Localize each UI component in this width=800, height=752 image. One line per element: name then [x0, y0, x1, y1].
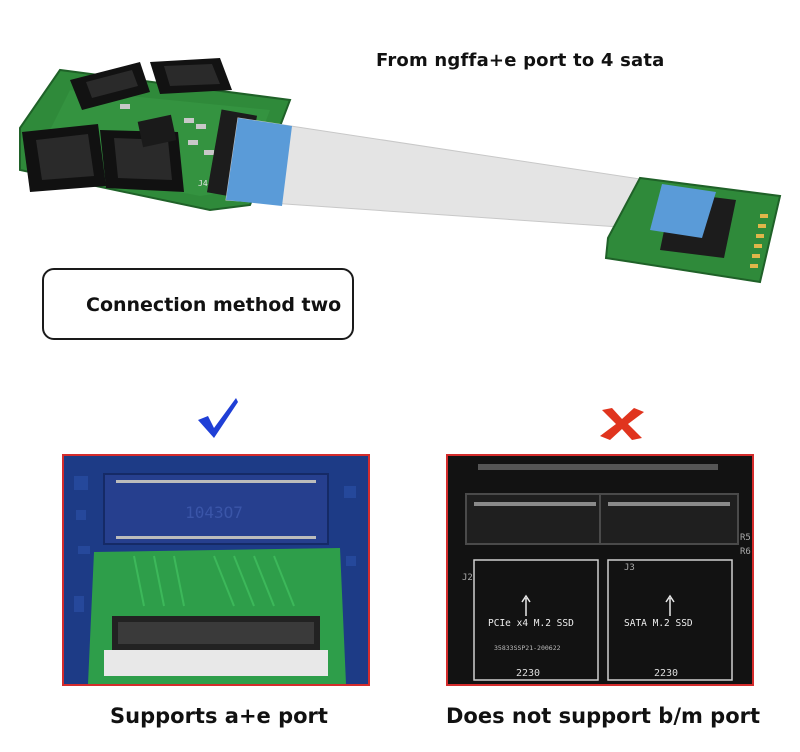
sata-port-2: [150, 58, 232, 94]
label-r6: R6: [740, 547, 751, 557]
cross-icon: [600, 408, 644, 440]
label-slot-left: PCIe x4 M.2 SSD: [488, 618, 574, 629]
cable-stiffener-left: [226, 118, 292, 206]
label-size-right: 2230: [654, 668, 678, 679]
label-size-left: 2230: [516, 668, 540, 679]
supported-caption: Supports a+e port: [110, 704, 328, 728]
gold-fingers: [750, 214, 768, 268]
svg-text:1043O7: 1043O7: [185, 503, 243, 522]
outline-right: [607, 559, 733, 681]
page-title: From ngffa+e port to 4 sata: [376, 50, 665, 71]
sata-port-3: [22, 124, 106, 192]
supported-port-photo: 1043O7: [62, 454, 370, 686]
ae-slot: [103, 473, 329, 545]
cable-stiffener-right: [650, 184, 716, 238]
sata-port-4: [100, 130, 184, 192]
unsupported-caption: Does not support b/m port: [446, 704, 761, 728]
svg-text:J4: J4: [198, 179, 208, 188]
label-j3: J3: [624, 563, 635, 573]
sata-port-1: [70, 62, 150, 110]
label-j2: J2: [462, 573, 473, 583]
label-slot-right: SATA M.2 SSD: [624, 618, 693, 629]
connection-method-box: Connection method two: [42, 268, 354, 340]
outline-left: [473, 559, 599, 681]
connection-method-label: Connection method two: [86, 294, 342, 316]
product-photo: J4: [19, 58, 782, 284]
controller-chip: [137, 114, 177, 148]
slot-left: [465, 493, 605, 545]
slot-right: [599, 493, 739, 545]
flex-cable: [225, 117, 665, 231]
label-serial: 35833SSP21-200622: [494, 644, 561, 652]
check-icon: [198, 398, 238, 438]
label-r5: R5: [740, 533, 751, 543]
